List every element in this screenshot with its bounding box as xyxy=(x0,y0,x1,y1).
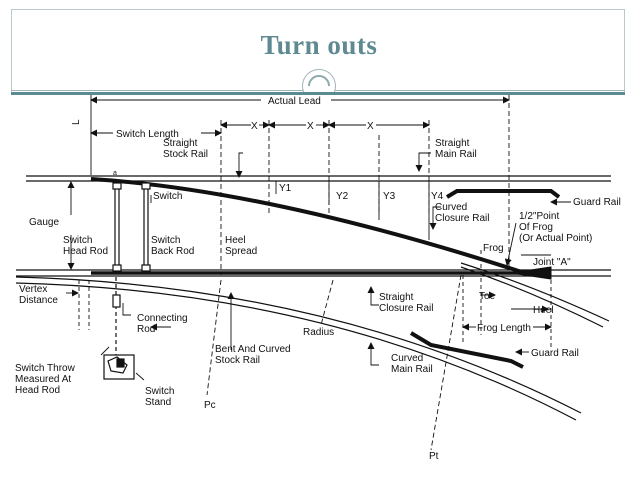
pt-line xyxy=(430,274,462,451)
label-radius: Radius xyxy=(303,327,334,338)
label-y1: Y1 xyxy=(279,183,292,194)
turnout-diagram-svg: Actual Lead L Switch Length X X X Straig… xyxy=(15,95,621,462)
bent-curved-stock-rail xyxy=(15,276,582,414)
label-gauge: Gauge xyxy=(29,217,59,228)
dimensions xyxy=(66,95,571,451)
head-rod-clip-top xyxy=(112,182,122,190)
straight-closure-leader xyxy=(367,286,379,306)
label-x1: X xyxy=(251,121,258,132)
label-heel: Heel xyxy=(533,305,554,316)
label-x2: X xyxy=(307,121,314,132)
label-point-a: a xyxy=(113,170,117,177)
label-switch-length: Switch Length xyxy=(116,129,179,140)
label-switch: Switch xyxy=(153,191,182,202)
slide-title: Turn outs xyxy=(260,30,378,60)
labels: Actual Lead L Switch Length X X X Straig… xyxy=(15,96,621,462)
label-frog: Frog xyxy=(483,243,504,254)
frog-point xyxy=(510,266,552,280)
turnout-diagram: Actual Lead L Switch Length X X X Straig… xyxy=(11,92,625,469)
label-l-sub: L xyxy=(71,119,82,125)
label-pt: Pt xyxy=(429,451,439,462)
guard-rail-top-shape xyxy=(445,189,561,199)
back-rod-clip-bottom xyxy=(141,264,151,272)
label-frog-length: Frog Length xyxy=(477,323,531,334)
frog-diverging-rail xyxy=(460,262,610,322)
curved-main-rail-leader xyxy=(367,342,379,366)
switch-rods xyxy=(103,181,151,380)
connecting-rod-leader xyxy=(122,303,131,316)
head-rod-clip-bottom xyxy=(112,264,122,272)
label-actual-lead: Actual Lead xyxy=(268,96,321,107)
label-joint-a: Joint "A" xyxy=(533,257,571,268)
frog-diverging-rail-edge xyxy=(460,266,604,328)
label-pc: Pc xyxy=(204,400,216,411)
curved-closure-rail-leader xyxy=(429,206,441,230)
connecting-rod-clip xyxy=(112,294,121,308)
curved-main-rail-edge xyxy=(15,282,577,421)
half-point-leader xyxy=(504,222,517,266)
label-x3: X xyxy=(367,121,374,132)
label-y2: Y2 xyxy=(336,191,349,202)
label-y3: Y3 xyxy=(383,191,396,202)
stock-rail-leader xyxy=(235,152,243,178)
switch-stand-leader xyxy=(135,372,145,381)
back-rod-clip-top xyxy=(141,182,151,190)
label-guard-rail-bottom: Guard Rail xyxy=(531,348,579,359)
label-guard-rail-top: Guard Rail xyxy=(573,197,621,208)
label-toe: Toe xyxy=(479,291,496,302)
switch-throw-leader xyxy=(100,346,110,356)
pc-line xyxy=(206,279,222,396)
label-y4: Y4 xyxy=(431,191,444,202)
switch-stand-block xyxy=(116,358,125,368)
guard-rail-bottom-shape xyxy=(409,331,524,369)
straight-main-rail-leader xyxy=(415,152,431,172)
